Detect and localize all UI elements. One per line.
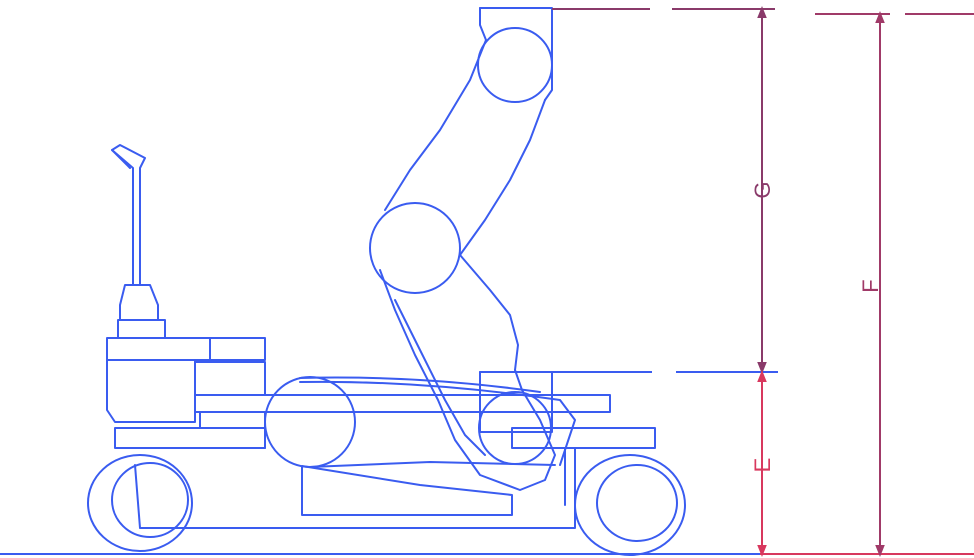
compact-loader-machine xyxy=(87,7,686,556)
rear-wheel xyxy=(87,454,193,552)
boom-arm xyxy=(369,7,556,491)
dimension-g-label: G xyxy=(750,181,775,198)
dimension-e-label: E xyxy=(750,458,775,473)
dimension-f: F xyxy=(858,10,885,557)
dimension-f-label: F xyxy=(858,279,883,292)
drive-belt xyxy=(264,376,576,468)
dimension-g: G xyxy=(750,5,775,374)
steering-handle xyxy=(111,144,166,339)
front-wheel xyxy=(574,454,686,556)
lower-chassis xyxy=(134,447,576,529)
rear-body xyxy=(106,337,611,423)
dimension-e: E xyxy=(750,370,775,557)
